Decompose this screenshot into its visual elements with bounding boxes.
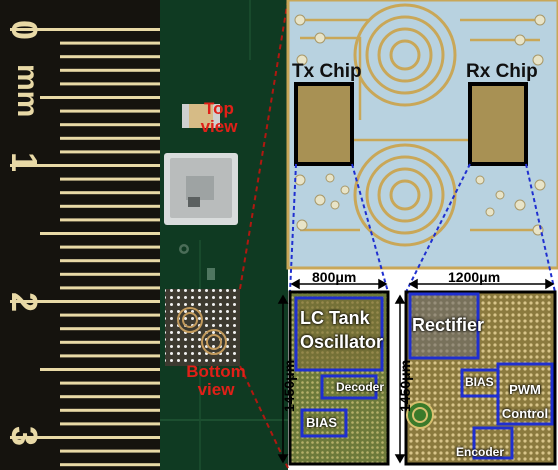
ruler-tick <box>10 300 160 303</box>
ruler-tick <box>60 327 160 331</box>
rx-pwm-block <box>496 362 554 426</box>
rx-encoder-block <box>472 426 514 460</box>
ruler-tick <box>60 41 160 45</box>
rx-width-label: 1200μm <box>448 269 501 285</box>
ruler-number-1: 1 <box>4 152 45 173</box>
spiral-coils <box>353 3 457 247</box>
callout-line-bottom <box>239 365 289 469</box>
ruler-tick <box>60 177 160 181</box>
ruler-tick <box>60 286 160 290</box>
rx-chip-die <box>470 84 526 164</box>
ruler-tick <box>60 354 160 358</box>
rx-bias-label: BIAS <box>465 375 494 389</box>
ruler-tick <box>40 232 160 235</box>
ruler-tick <box>60 55 160 59</box>
ruler-tick <box>60 82 160 86</box>
tx-oscillator-label: LC Tank Oscillator <box>300 308 384 352</box>
tx-bias-label: BIAS <box>306 415 338 430</box>
pcb-board <box>160 0 288 470</box>
ruler-tick <box>10 436 160 439</box>
tx-height-label: 1450μm <box>281 359 297 412</box>
callout-line-top <box>239 0 289 290</box>
tx-decoder-label: Decoder <box>336 380 385 394</box>
rx-height-label: 1450μm <box>397 359 413 412</box>
smd-capacitor <box>182 104 220 128</box>
rx-rectifier-block <box>408 292 480 360</box>
rx-zoom-line-right <box>525 163 556 293</box>
ruler-tick <box>40 368 160 371</box>
tx-chip-label: Tx Chip <box>292 61 362 82</box>
tx-oscillator-block <box>294 296 384 372</box>
ruler-ticks <box>10 28 160 467</box>
ruler-unit: mm <box>11 64 44 118</box>
rx-pwm-control-label: PWM Control <box>501 382 549 421</box>
ruler-tick <box>60 381 160 385</box>
die-pads <box>294 14 546 236</box>
ruler-tick <box>10 164 160 167</box>
ruler-tick <box>60 408 160 412</box>
height-dimension-arrows <box>277 294 406 464</box>
ruler-tick <box>60 109 160 113</box>
ruler-number-0: 0 <box>4 20 45 41</box>
rx-chip-label: Rx Chip <box>466 61 538 82</box>
ruler-tick <box>60 463 160 467</box>
ruler-tick <box>60 422 160 426</box>
tx-chip-box <box>294 82 354 166</box>
ruler-tick <box>60 204 160 208</box>
rx-chip-box <box>468 82 528 166</box>
ruler-tick <box>60 218 160 222</box>
width-dimension-arrows <box>290 278 555 290</box>
rx-encoder-label: Encoder <box>456 445 505 459</box>
ruler-tick <box>60 395 160 399</box>
ruler-number-3: 3 <box>4 426 45 447</box>
tx-bias-block <box>300 408 348 438</box>
ruler-tick <box>60 136 160 140</box>
tx-zoom-line-right <box>351 163 389 293</box>
rx-zoom-line-left <box>405 163 471 293</box>
ruler-tick <box>60 123 160 127</box>
ruler-tick <box>10 28 160 31</box>
ruler-tick <box>60 150 160 154</box>
ruler-tick <box>60 68 160 72</box>
top-view-label: Top view <box>200 99 238 136</box>
ruler-tick <box>60 259 160 263</box>
ruler-number-2: 2 <box>4 292 45 313</box>
ruler-tick <box>60 340 160 344</box>
rx-rectifier-label: Rectifier <box>412 315 485 335</box>
tx-decoder-block <box>320 374 378 400</box>
tx-chip-die <box>296 84 352 164</box>
ruler-tick <box>40 96 160 99</box>
bottom-view-package <box>165 289 240 366</box>
ruler-tick <box>60 272 160 276</box>
bottom-view-label: Bottom view <box>186 362 246 399</box>
ruler-tick <box>60 449 160 453</box>
tx-zoom-line-left <box>289 163 297 293</box>
ruler-tick <box>60 313 160 317</box>
rx-inductor <box>406 401 434 429</box>
tx-width-label: 800μm <box>312 269 357 285</box>
ruler-tick <box>60 245 160 249</box>
ruler-tick <box>60 191 160 195</box>
